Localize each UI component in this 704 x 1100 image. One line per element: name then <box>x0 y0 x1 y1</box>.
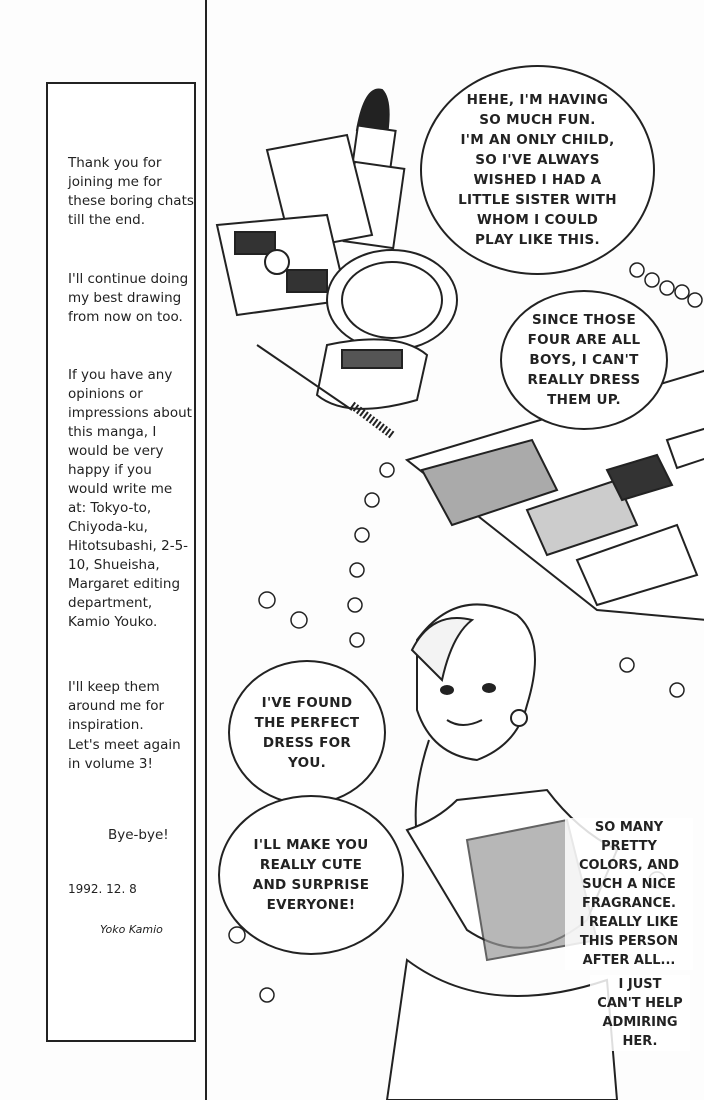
speech-text-make-you-cute: I'LL MAKE YOU REALLY CUTE AND SURPRISE E… <box>252 837 370 913</box>
notes-date: 1992. 12. 8 <box>68 882 137 896</box>
speech-text-perfect-dress: I'VE FOUND THE PERFECT DRESS FOR YOU. <box>254 694 360 771</box>
mascara-icon <box>256 344 395 439</box>
notes-paragraph-inspiration: I'll keep them around me for inspiration… <box>68 679 165 733</box>
author-notes-box: Thank you for joining me for these borin… <box>46 82 196 1042</box>
speech-bubble-four-boys: SINCE THOSE FOUR ARE ALL BOYS, I CAN'T R… <box>500 290 668 430</box>
speech-bubble-make-you-cute: I'LL MAKE YOU REALLY CUTE AND SURPRISE E… <box>218 795 404 955</box>
notes-paragraph-address: If you have any opinions or impressions … <box>68 367 192 630</box>
panel-divider <box>205 0 207 1100</box>
author-signature: Yoko Kamio <box>100 923 163 936</box>
speech-bubble-perfect-dress: I'VE FOUND THE PERFECT DRESS FOR YOU. <box>228 660 386 805</box>
notes-paragraph-continue: I'll continue doing my best drawing from… <box>68 271 189 325</box>
speech-text-only-child: HEHE, I'M HAVING SO MUCH FUN. I'M AN ONL… <box>458 92 617 248</box>
speech-bubble-only-child: HEHE, I'M HAVING SO MUCH FUN. I'M AN ONL… <box>420 65 655 275</box>
thought-text-admiring-her: I JUST CAN'T HELP ADMIRING HER. <box>590 975 690 1051</box>
woman-figure-icon <box>385 603 619 1100</box>
round-compact-icon <box>315 249 458 410</box>
notes-paragraph-thanks: Thank you for joining me for these borin… <box>68 155 194 228</box>
speech-text-four-boys: SINCE THOSE FOUR ARE ALL BOYS, I CAN'T R… <box>527 312 641 408</box>
notes-bye: Bye-bye! <box>108 827 169 843</box>
notes-paragraph-meet-again: Let's meet again in volume 3! <box>68 737 181 772</box>
thought-text-pretty-colors: SO MANY PRETTY COLORS, AND SUCH A NICE F… <box>565 818 693 970</box>
compact-icon <box>215 133 374 317</box>
